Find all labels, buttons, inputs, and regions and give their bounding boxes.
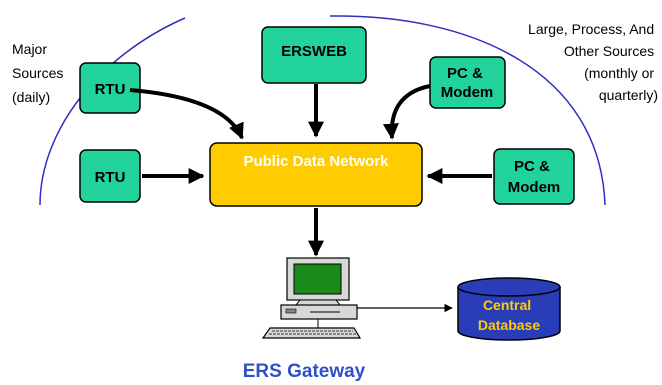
pc-top-line-2: Modem	[441, 84, 494, 101]
ersweb-node: ERSWEB	[261, 26, 367, 84]
pc-modem-right-node: PC & Modem	[493, 148, 575, 205]
public-data-network-node: Public Data Network	[209, 142, 423, 207]
major-sources-label: Major Sources (daily)	[12, 41, 67, 105]
db-line-1: Central	[483, 297, 531, 313]
large-sources-arc	[329, 15, 606, 206]
rtu-top-node: RTU	[79, 62, 141, 114]
arrow-rtu-top	[129, 88, 244, 140]
large-line-2: Other Sources	[564, 43, 654, 59]
ersweb-label: ERSWEB	[281, 43, 347, 60]
large-sources-label: Large, Process, And Other Sources (month…	[528, 21, 658, 103]
rtu-left-node: RTU	[79, 149, 141, 203]
large-line-1: Large, Process, And	[528, 21, 654, 37]
database-icon: Central Database	[457, 277, 561, 341]
db-line-2: Database	[478, 317, 540, 333]
ers-gateway-label: ERS Gateway	[243, 361, 366, 382]
large-line-3: (monthly or	[584, 65, 654, 81]
major-line-3: (daily)	[12, 89, 50, 105]
rtu-left-label: RTU	[95, 169, 126, 186]
database-label: Central Database	[478, 297, 540, 333]
pc-top-line-1: PC &	[447, 65, 483, 82]
network-label: Public Data Network	[243, 153, 389, 170]
rtu-top-label: RTU	[95, 81, 126, 98]
major-line-2: Sources	[12, 65, 63, 81]
major-line-1: Major	[12, 41, 47, 57]
pc-modem-top-label: PC & Modem	[441, 65, 494, 101]
computer-icon	[261, 257, 362, 339]
pc-right-line-2: Modem	[508, 179, 561, 196]
pc-modem-top-node: PC & Modem	[429, 56, 506, 109]
pc-right-line-1: PC &	[514, 158, 550, 175]
arrow-pc-top	[382, 84, 431, 140]
large-line-4: quarterly)	[599, 87, 658, 103]
pc-modem-right-label: PC & Modem	[508, 158, 561, 196]
